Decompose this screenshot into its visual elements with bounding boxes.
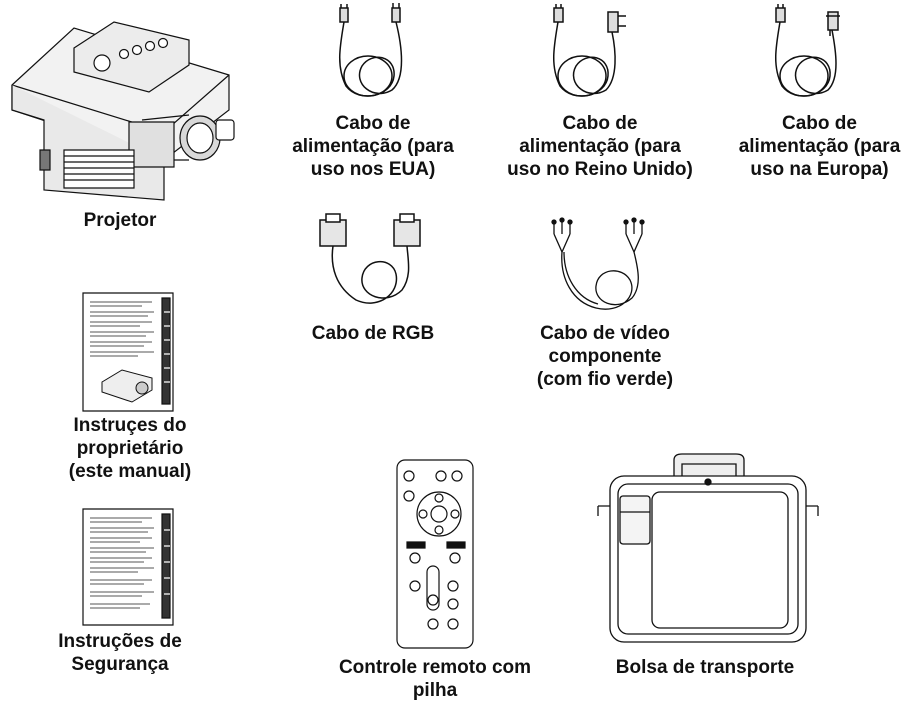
carrying-bag-caption: Bolsa de transporte: [615, 657, 795, 678]
projector-caption: Projetor: [83, 210, 157, 231]
carrying-bag-illustration: [590, 450, 826, 646]
power-cord-uk-caption: Cabo de alimentação (para uso no Reino U…: [507, 113, 693, 180]
power-cord-us-illustration: [332, 6, 422, 106]
remote-control-caption: Controle remoto com pilha: [338, 657, 532, 701]
rgb-cable-caption: Cabo de RGB: [311, 323, 435, 344]
safety-instructions-illustration: [82, 508, 174, 626]
rgb-cable-illustration: [318, 212, 428, 312]
power-cord-us-caption: Cabo de alimentação (para uso nos EUA): [292, 113, 454, 180]
owner-manual-illustration: [82, 292, 174, 412]
power-cord-eu-illustration: [768, 6, 858, 106]
component-video-cable-illustration: [550, 218, 660, 318]
power-cord-uk-illustration: [546, 6, 636, 106]
owner-manual-caption: Instruçes do proprietário (este manual): [68, 415, 192, 482]
remote-control-illustration: [395, 458, 475, 650]
power-cord-eu-caption: Cabo de alimentação (para uso na Europa): [738, 113, 901, 180]
projector-illustration: [4, 10, 249, 200]
component-video-cable-caption: Cabo de vídeo componente (com fio verde): [536, 323, 674, 390]
safety-instructions-caption: Instruções de Segurança: [58, 631, 182, 675]
